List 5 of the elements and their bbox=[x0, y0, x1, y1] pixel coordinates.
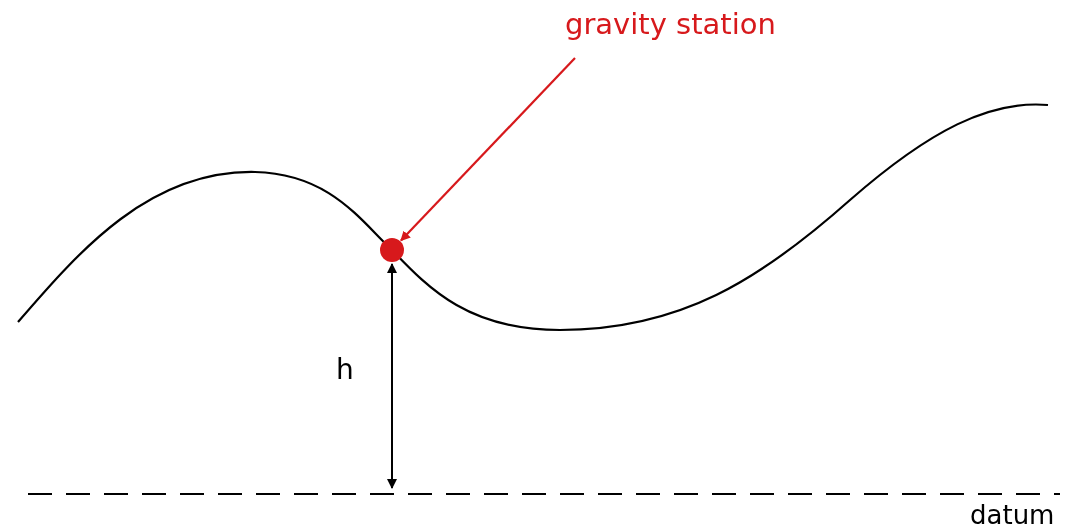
datum-label: datum bbox=[970, 502, 1055, 528]
leader-arrow bbox=[400, 57, 576, 242]
station-marker bbox=[380, 238, 404, 262]
callout-label: gravity station bbox=[565, 10, 776, 39]
height-label: h bbox=[336, 356, 354, 384]
